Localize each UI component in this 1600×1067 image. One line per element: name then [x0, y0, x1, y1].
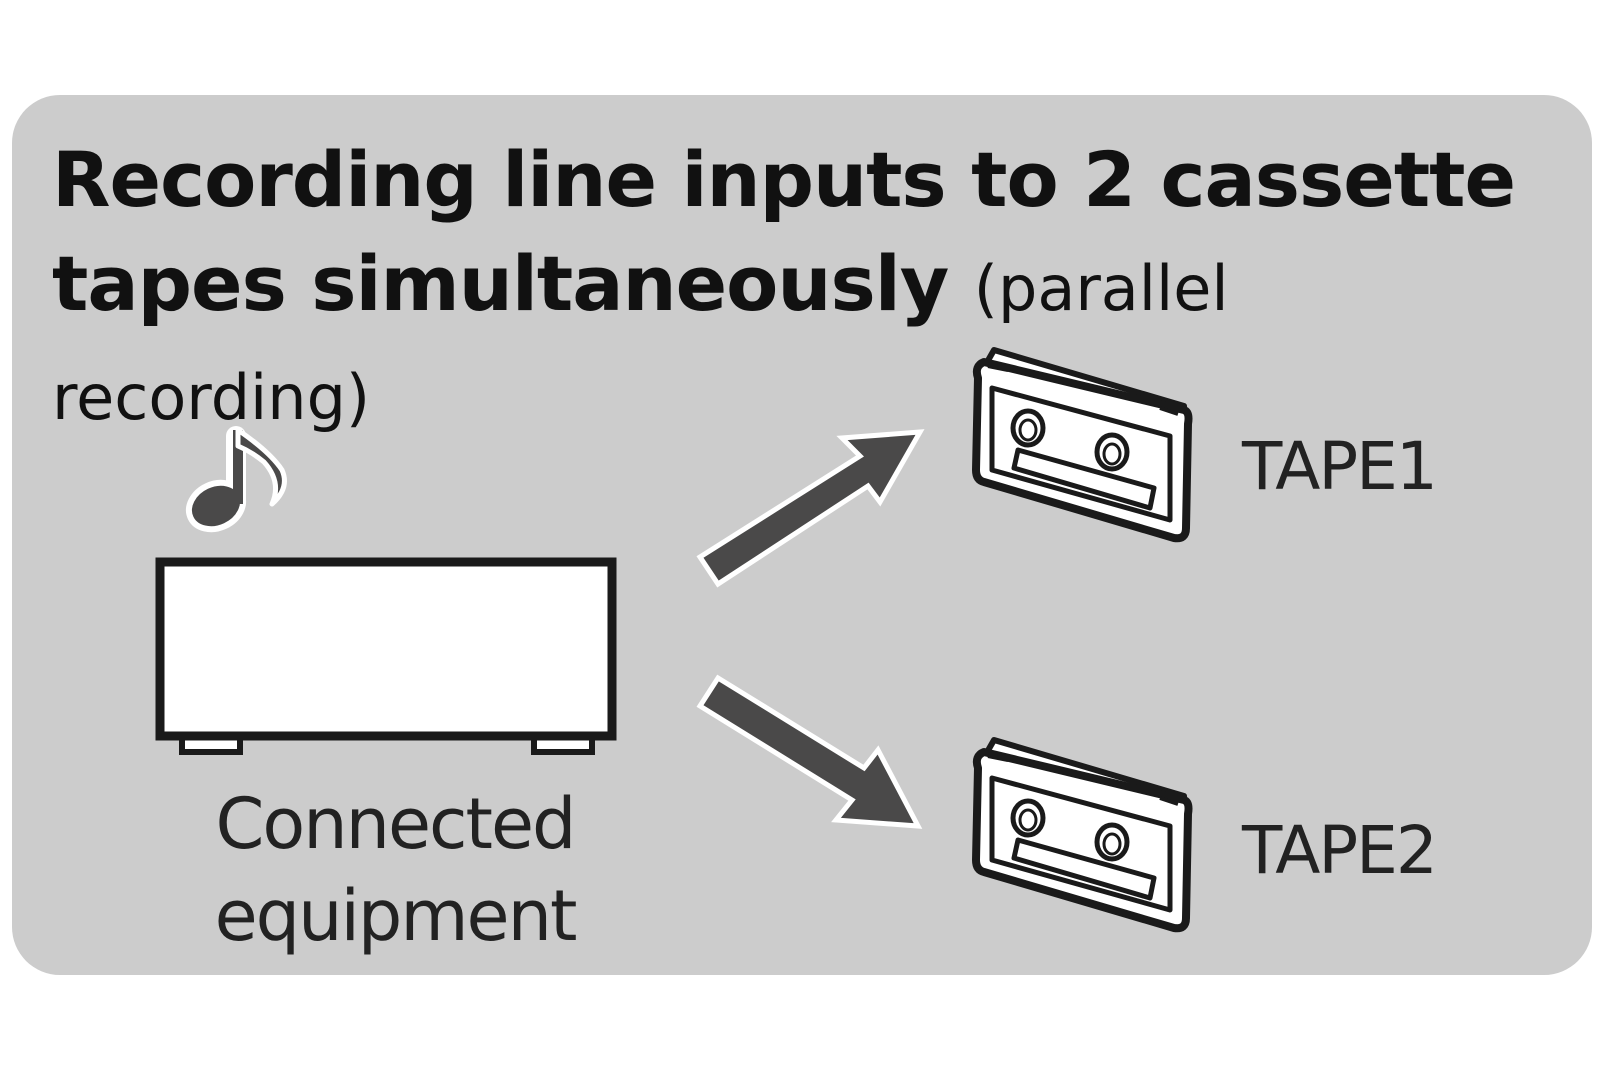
cassette-tape-icon: [976, 350, 1189, 538]
source-label: Connected equipment: [214, 783, 578, 957]
arrow-up-right-icon: [696, 429, 925, 588]
cassette-tape-icon: [976, 740, 1189, 928]
equipment-box-icon: [155, 557, 617, 755]
arrow-down-right-icon: [696, 674, 923, 829]
title-subtitle: (parallel recording): [52, 252, 1229, 434]
tape2-label: TAPE2: [1242, 812, 1438, 889]
title-main: Recording line inputs to 2 cassette tape…: [52, 135, 1516, 328]
diagram-title: Recording line inputs to 2 cassette tape…: [52, 128, 1552, 450]
diagram-panel: [12, 95, 1592, 975]
music-note-icon: [185, 426, 287, 533]
tape1-label: TAPE1: [1242, 428, 1438, 505]
